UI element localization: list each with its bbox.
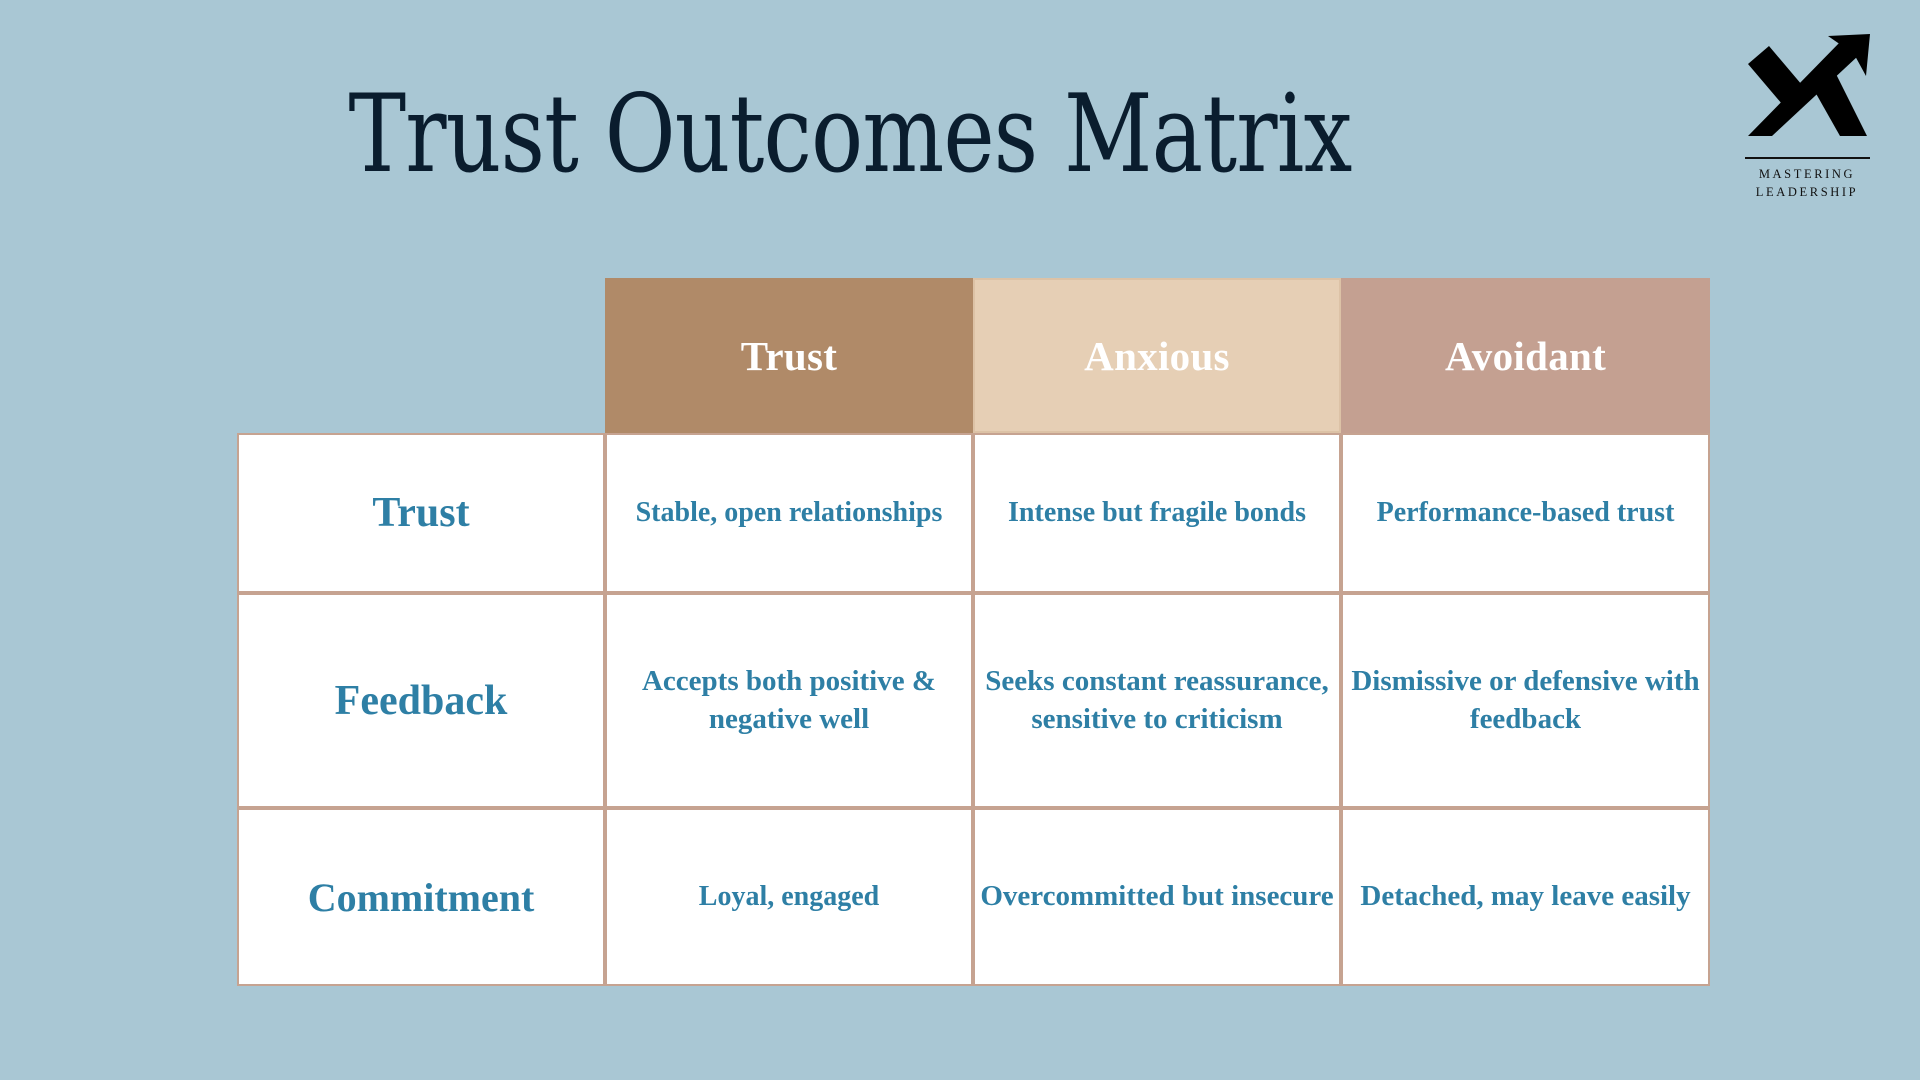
cell-commitment-avoidant: Detached, may leave easily — [1341, 808, 1710, 986]
cell-trust-trust: Stable, open relationships — [605, 433, 973, 593]
row-header-commitment: Commitment — [237, 808, 605, 986]
column-header-trust: Trust — [605, 278, 973, 433]
cell-feedback-anxious: Seeks constant reassurance, sensitive to… — [973, 593, 1341, 808]
x-arrow-logo-mark — [1748, 34, 1870, 136]
table-row: Trust Stable, open relationships Intense… — [237, 433, 1710, 593]
table-row: Commitment Loyal, engaged Overcommitted … — [237, 808, 1710, 986]
table-row: Feedback Accepts both positive & negativ… — [237, 593, 1710, 808]
page-title: Trust Outcomes Matrix — [348, 72, 1352, 197]
row-header-trust: Trust — [237, 433, 605, 593]
row-header-feedback: Feedback — [237, 593, 605, 808]
matrix-corner-cell — [237, 278, 605, 433]
brand-logo: MASTERING LEADERSHIP — [1736, 32, 1878, 201]
column-header-avoidant: Avoidant — [1341, 278, 1710, 433]
column-header-anxious: Anxious — [973, 278, 1341, 433]
logo-wordmark-line2: LEADERSHIP — [1755, 184, 1859, 199]
cell-trust-avoidant: Performance-based trust — [1341, 433, 1710, 593]
trust-outcomes-matrix: Trust Anxious Avoidant Trust Stable, ope… — [237, 278, 1710, 986]
cell-trust-anxious: Intense but fragile bonds — [973, 433, 1341, 593]
cell-feedback-trust: Accepts both positive & negative well — [605, 593, 973, 808]
matrix-header-row: Trust Anxious Avoidant — [237, 278, 1710, 433]
cell-commitment-trust: Loyal, engaged — [605, 808, 973, 986]
logo-divider — [1744, 157, 1870, 159]
cell-commitment-anxious: Overcommitted but insecure — [973, 808, 1341, 986]
logo-wordmark-line1: MASTERING — [1758, 166, 1856, 181]
cell-feedback-avoidant: Dismissive or defensive with feedback — [1341, 593, 1710, 808]
